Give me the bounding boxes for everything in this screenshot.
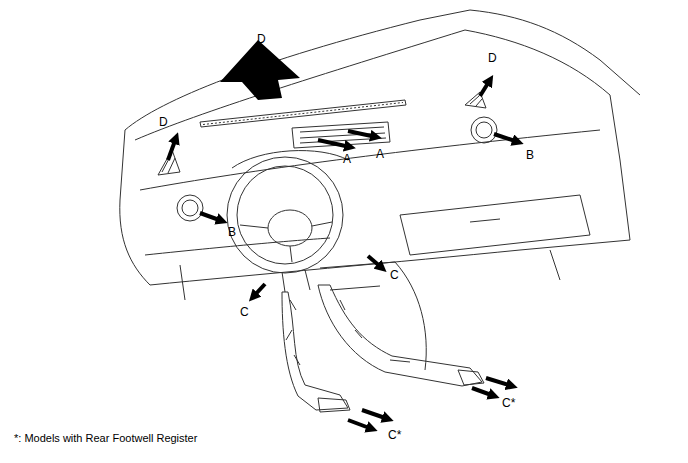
airflow-label: C* — [388, 429, 401, 442]
airflow-label: D — [488, 52, 497, 65]
airflow-label: B — [526, 149, 534, 162]
airflow-label: A — [376, 148, 384, 161]
airflow-label: C — [390, 269, 399, 282]
airflow-label: D — [159, 116, 168, 129]
airflow-label: C — [240, 306, 249, 319]
footnote: *: Models with Rear Footwell Register — [14, 432, 197, 444]
airflow-label: C* — [502, 397, 515, 410]
airflow-label: A — [343, 153, 351, 166]
airflow-label: B — [228, 226, 236, 239]
airflow-label: D — [257, 33, 266, 46]
